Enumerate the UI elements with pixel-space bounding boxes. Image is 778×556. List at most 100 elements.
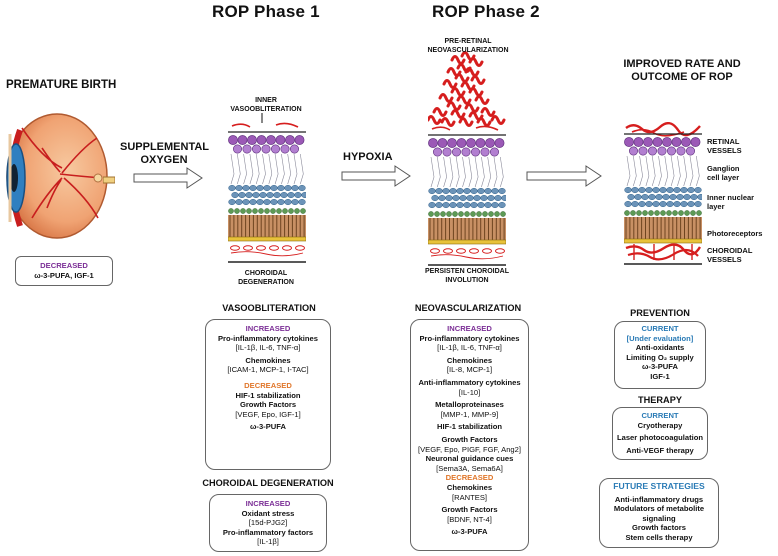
neo-growth2: Growth Factors — [441, 505, 498, 515]
plexiform-layer — [430, 156, 504, 188]
prevention-under-eval: [Under evaluation] — [626, 333, 694, 343]
neo-growth2-list: [BDNF, NT-4] — [447, 514, 492, 524]
arrow-hypoxia-icon — [341, 165, 411, 187]
neovascularization-title: NEOVASCULARIZATION — [414, 303, 522, 313]
choroidal-deg-line1: CHOROIDAL — [244, 270, 288, 277]
optic-nerve-icon — [103, 176, 115, 184]
prevention-item: Anti-oxidants — [635, 343, 685, 353]
persisten-line2: INVOLUTION — [445, 276, 489, 284]
persisten-line1: PERSISTEN CHOROIDAL — [424, 268, 509, 275]
vasoobliteration-box: INCREASED Pro-inflammatory cytokines [IL… — [205, 319, 331, 470]
premature-decreased-box: DECREASED ω-3-PUFA, IGF-1 — [15, 256, 113, 286]
neo-metallo-list: [MMP-1, MMP-9] — [440, 409, 499, 419]
prevention-item: IGF-1 — [650, 371, 670, 381]
plexiform-layer — [230, 153, 304, 185]
choroidal-degeneration-label: CHOROIDAL DEGENERATION — [226, 270, 306, 287]
photoreceptor-layer — [228, 215, 306, 237]
inner-nuclear-layer — [624, 186, 702, 208]
supplemental-line1: SUPPLEMENTAL — [120, 141, 210, 153]
chor-pro-inflam: Pro-inflammatory factors — [222, 527, 314, 537]
rpe-layer — [428, 239, 506, 245]
ganglion-cell-layer — [428, 138, 505, 157]
future-strategies-title: FUTURE STRATEGIES — [613, 481, 705, 491]
sparse-vessels-layer — [231, 122, 299, 128]
choroid-layer — [625, 243, 702, 261]
prevention-item: Limiting O₂ supply — [626, 352, 694, 362]
vaso-growth: Growth Factors — [239, 400, 297, 410]
eye-illustration — [6, 113, 108, 239]
inner-vaso-line1: INNER — [255, 97, 277, 104]
therapy-item: Cryotherapy — [637, 420, 683, 430]
ganglion-line1: Ganglion — [707, 164, 740, 173]
arrow-supplemental-icon — [133, 167, 203, 189]
chor-oxidant-list: [15d-PJG2] — [248, 518, 288, 528]
neo-chemokines-list: [IL-8, MCP-1] — [446, 365, 493, 375]
pointer-line-icon — [261, 113, 263, 123]
hypoxia-label: HYPOXIA — [343, 151, 393, 163]
neo-chemokines2-list: [RANTES] — [451, 492, 488, 502]
neo-decreased-heading: DECREASED — [445, 473, 494, 483]
supplemental-line2: OXYGEN — [140, 154, 188, 166]
side-label-choroidal-vessels: CHOROIDAL VESSELS — [707, 246, 752, 264]
chor-pro-inflam-list: [IL-1β] — [257, 537, 279, 547]
neo-chemokines: Chemokines — [446, 355, 493, 365]
preretinal-line1: PRE-RETINAL — [444, 38, 492, 45]
photoreceptor-layer — [624, 217, 702, 239]
neo-neuronal-list: [Sema3A, Sema6A] — [436, 463, 503, 473]
outer-nuclear-layer — [624, 210, 702, 216]
future-strategies-box: FUTURE STRATEGIES Anti-inflammatory drug… — [599, 478, 719, 548]
premature-decreased-heading: DECREASED — [40, 261, 88, 270]
vaso-pro-inflam-list: [IL-1β, IL-6, TNF-α] — [235, 343, 301, 353]
future-item: Stem cells therapy — [625, 532, 693, 542]
vaso-decreased-heading: DECREASED — [244, 380, 292, 390]
premature-birth-title: PREMATURE BIRTH — [6, 79, 117, 91]
chor-oxidant: Oxidant stress — [241, 508, 295, 518]
therapy-item: Anti-VEGF therapy — [626, 445, 694, 455]
therapy-box: CURRENT Cryotherapy Laser photocoagulati… — [612, 407, 708, 460]
choroidal-degeneration-box: INCREASED Oxidant stress [15d-PJG2] Pro-… — [209, 494, 327, 552]
premature-decreased-text: ω-3-PUFA, IGF-1 — [34, 270, 94, 280]
plexiform-layer — [626, 155, 700, 187]
side-label-retinal-vessels: RETINAL VESSELS — [707, 137, 742, 155]
rpe-layer — [624, 238, 702, 244]
phase1-title: ROP Phase 1 — [212, 2, 320, 21]
vaso-growth-list: [VEGF, Epo, IGF-1] — [235, 409, 301, 419]
neo-metallo: Metalloproteinases — [435, 400, 504, 410]
inner-vasoobliteration-label: INNER VASOOBLITERATION — [226, 97, 306, 114]
retinal-vessels-line2: VESSELS — [707, 146, 742, 155]
outer-nuclear-layer — [228, 208, 306, 214]
side-label-photoreceptors: Photoreceptors — [707, 229, 763, 238]
choroidal-vessels-line2: VESSELS — [707, 255, 742, 264]
vasoobliteration-title: VASOOBLITERATION — [222, 303, 316, 313]
inner-nuclear-layer — [228, 184, 306, 206]
future-item: Anti-inflammatory drugs — [614, 494, 704, 504]
side-label-inner-nuclear: Inner nuclear layer — [707, 193, 754, 211]
supplemental-oxygen-label: SUPPLEMENTAL OXYGEN — [120, 141, 210, 167]
improved-title-line2: OUTCOME OF ROP — [631, 71, 733, 83]
improved-title: IMPROVED RATE AND OUTCOME OF ROP — [622, 58, 742, 84]
prevention-current-heading: CURRENT — [641, 324, 679, 333]
therapy-item: Laser photocoagulation — [616, 433, 704, 443]
therapy-title: THERAPY — [638, 395, 682, 405]
future-item: Growth factors — [631, 523, 686, 533]
inner-nuclear-layer — [428, 187, 506, 209]
neo-growth: Growth Factors — [441, 434, 498, 444]
choroidal-vessels-line1: CHOROIDAL — [707, 246, 753, 255]
future-item: Modulators of metabolite signaling — [613, 504, 705, 523]
neovascular-tuft — [428, 51, 506, 127]
neo-pro-inflam-list: [IL-1β, IL-6, TNF-α] — [437, 343, 502, 353]
sparse-vessels-layer — [431, 125, 499, 131]
neo-hif: HIF-1 stabilization — [437, 422, 502, 432]
arrow-outcome-icon — [526, 165, 602, 187]
prevention-title: PREVENTION — [630, 308, 690, 318]
inner-nuclear-line1: Inner nuclear — [707, 193, 755, 202]
rpe-layer — [228, 236, 306, 242]
neo-anti-inflam-list: [IL-10] — [458, 387, 481, 397]
inner-vaso-line2: VASOOBLITERATION — [230, 105, 302, 113]
neo-pufa: ω-3-PUFA — [451, 527, 488, 537]
neo-increased-heading: INCREASED — [447, 324, 492, 333]
vaso-chemokines: Chemokines — [245, 355, 291, 365]
retina-phase2 — [428, 51, 506, 266]
retinal-vessels-line1: RETINAL — [707, 137, 740, 146]
neovascularization-box: INCREASED Pro-inflammatory cytokines [IL… — [410, 319, 529, 551]
